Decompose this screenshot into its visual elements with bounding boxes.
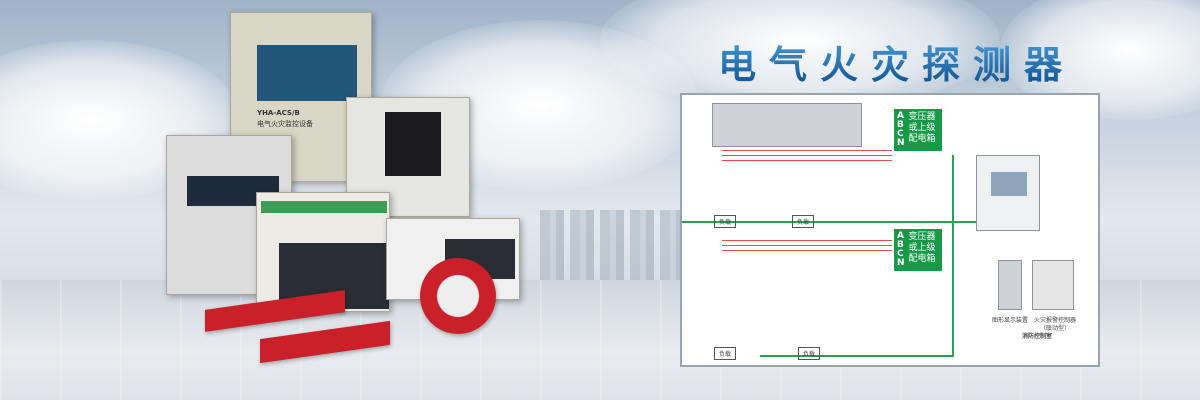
cloud [600, 0, 1000, 110]
panel-model: YHA-ACS/B [257, 109, 300, 117]
panel-name: 电气火灾监控设备 [257, 120, 313, 128]
current-transformer-ring [420, 258, 496, 334]
city-skyline [540, 210, 700, 285]
distribution-cabinets [712, 103, 862, 147]
banner-title: 电气火灾探测器 [718, 34, 1075, 89]
graphic-display-device [998, 260, 1022, 310]
touch-panel [346, 97, 470, 217]
load-label: 负载 [714, 215, 737, 228]
din-detector [256, 192, 390, 312]
panel-screen [257, 45, 357, 101]
control-room-label: 消防控制室 [1022, 333, 1053, 340]
fire-alarm-controller [1032, 260, 1074, 310]
touch-screen [385, 112, 441, 176]
load-label: 负载 [714, 347, 737, 360]
load-label: 负载 [798, 347, 821, 360]
monitor-host [976, 155, 1040, 231]
load-label: 负载 [792, 215, 815, 228]
